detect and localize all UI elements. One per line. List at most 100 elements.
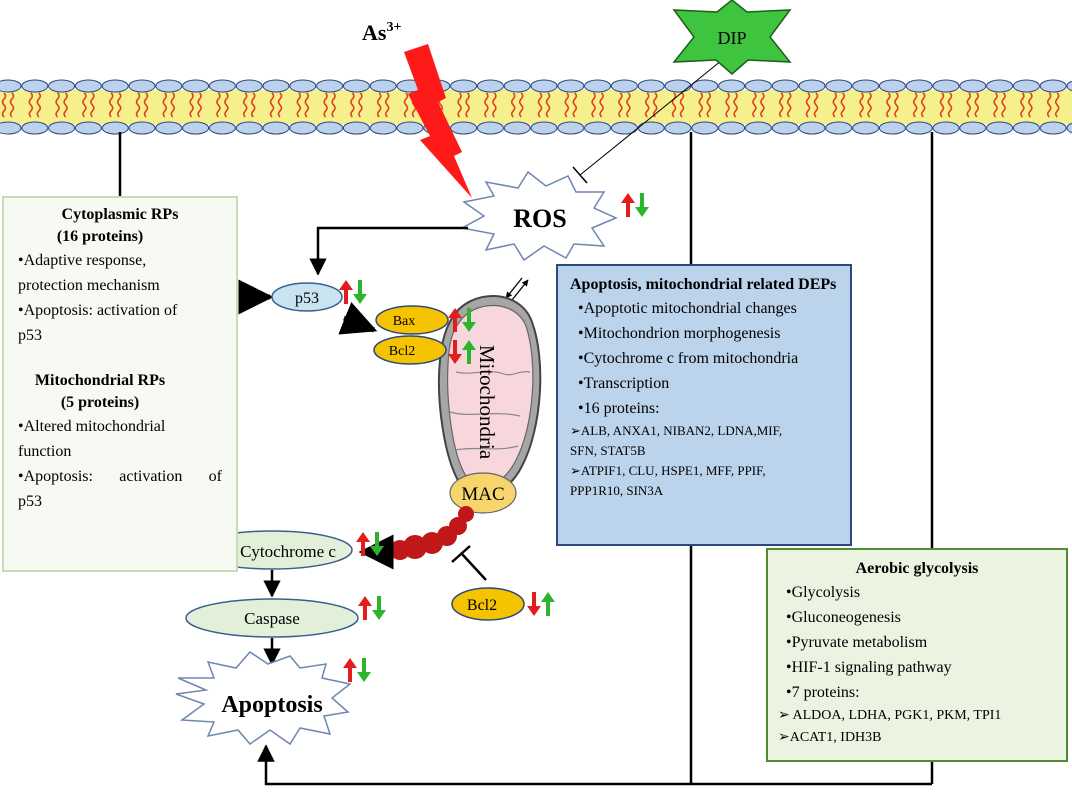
glycolysis-item: •HIF-1 signaling pathway (786, 659, 952, 676)
phospholipid-head (557, 121, 585, 135)
phospholipid-head (932, 121, 960, 135)
down-arrow-icon (527, 592, 541, 616)
phospholipid-head (503, 121, 531, 135)
phospholipid-head (986, 79, 1014, 93)
lipid-tail (618, 92, 623, 118)
phospholipid-head (691, 121, 719, 135)
phospholipid-head (262, 121, 290, 135)
lipid-tail (510, 92, 516, 118)
arsenic-lightning-icon (404, 44, 472, 198)
lipid-tail (170, 92, 176, 118)
lipid-tail (993, 92, 998, 118)
lipid-tail (706, 92, 712, 118)
cyto-rp-count: (16 proteins) (56, 228, 144, 245)
phospholipid-heads-top (0, 79, 1072, 93)
phospholipid-head (691, 79, 719, 93)
phospholipid-head (825, 79, 853, 93)
phospholipid-head (342, 121, 370, 135)
phospholipid-head (771, 79, 799, 93)
lipid-tail (1028, 92, 1033, 118)
phospholipid-head (316, 79, 344, 93)
lipid-tail (813, 92, 819, 118)
phospholipid-head (932, 79, 960, 93)
p53-label: p53 (295, 290, 319, 307)
mito-rp-item: •Apoptosis: activation of (18, 468, 222, 485)
membrane-core (0, 90, 1072, 124)
phospholipid-head (48, 121, 76, 135)
phospholipid-head (235, 79, 263, 93)
caspase-node (185, 598, 359, 638)
lipid-tail (537, 92, 543, 118)
lipid-tail (323, 92, 328, 118)
lipid-tail (912, 92, 918, 118)
lipid-tail (966, 92, 972, 118)
mito-deps-title: Apoptosis, mitochondrial related DEPs (570, 276, 837, 293)
cytochrome-release-beads (390, 506, 474, 560)
phospholipid-head (878, 121, 906, 135)
bottom-feedback-line (257, 744, 932, 786)
dip-label: DIP (717, 28, 746, 48)
lipid-tail (652, 92, 658, 118)
phospholipid-head (637, 79, 665, 93)
mito-deps-protein-line: ➢ATPIF1, CLU, HSPE1, MFF, PPIF, (570, 463, 766, 478)
lipid-tail (224, 92, 229, 118)
down-arrow-icon (448, 340, 462, 364)
lipid-tail (1020, 92, 1025, 118)
ros-to-p53-arrow (309, 226, 468, 276)
phospholipid-head (450, 79, 478, 93)
phospholipid-head (1066, 122, 1072, 134)
mito-deps-protein-line: SFN, STAT5B (570, 443, 646, 458)
lipid-tail (644, 92, 650, 118)
aerobic-glycolysis-box: Aerobic glycolysis •Glycolysis •Gluconeo… (766, 548, 1068, 762)
phospholipid-head (878, 79, 906, 93)
mito-rp-title: Mitochondrial RPs (34, 372, 166, 389)
lipid-tail (733, 92, 738, 118)
ros-label: ROS (513, 204, 566, 233)
phospholipid-head (986, 121, 1014, 135)
lipid-tail (671, 92, 677, 118)
caspase-label: Caspase (244, 609, 300, 628)
lipid-tail (197, 92, 202, 118)
lipid-tail (143, 92, 149, 118)
dip-star: DIP (672, 0, 792, 75)
phospholipid-head (369, 121, 397, 135)
down-arrow-icon (372, 596, 386, 620)
bcl2-label: Bcl2 (467, 597, 497, 614)
lipid-tail (564, 92, 570, 118)
lipid-tail (296, 92, 302, 118)
lipid-tail (752, 92, 757, 118)
lipid-tail (778, 92, 784, 118)
dip-inhibition-bar (572, 166, 588, 184)
lipid-tails (1, 92, 1060, 118)
ros-mito-arrow-down (505, 277, 523, 299)
phospholipid-head (905, 121, 933, 135)
lipid-tail (599, 92, 604, 118)
phospholipid-head (959, 121, 987, 135)
lipid-tail (90, 92, 95, 118)
lipid-tail (331, 92, 336, 118)
lipid-tail (805, 92, 811, 118)
ros-node: ROS (459, 170, 618, 262)
mito-deps-item: •Apoptotic mitochondrial changes (578, 300, 797, 317)
phospholipid-head (637, 121, 665, 135)
lipid-tail (1001, 92, 1006, 118)
apoptosis-label: Apoptosis (221, 692, 322, 718)
phospholipid-head (476, 79, 504, 93)
phospholipid-head (155, 121, 183, 135)
lipid-tail (135, 92, 141, 118)
bcl2-inhibition-line (461, 553, 487, 581)
phospholipid-head (744, 121, 772, 135)
phospholipid-head (396, 121, 424, 135)
phospholipid-head (289, 79, 317, 93)
lipid-tail (189, 92, 194, 118)
phospholipid-head (959, 79, 987, 93)
lipid-tail (250, 92, 256, 118)
glycolysis-item: •Gluconeogenesis (786, 609, 901, 626)
phospholipid-head (369, 79, 397, 93)
dip-star-icon (672, 0, 792, 75)
phospholipid-head (825, 121, 853, 135)
glycolysis-protein-line: ➢ ALDOA, LDHA, PGK1, PKM, TPI1 (778, 708, 1002, 723)
phospholipid-head (208, 121, 236, 135)
up-arrow-icon (448, 308, 462, 332)
